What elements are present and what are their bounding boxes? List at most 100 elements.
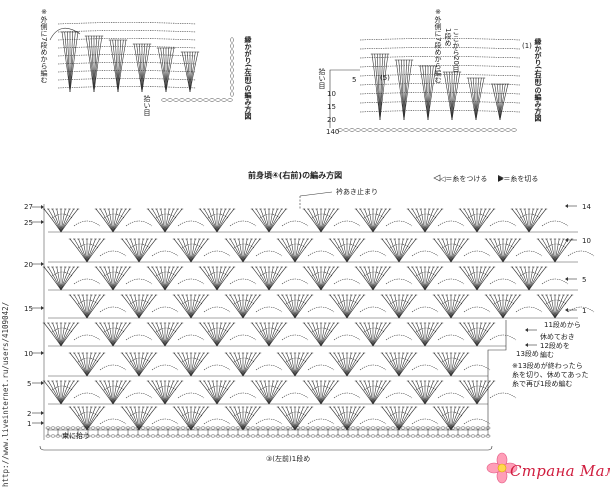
shell-stitch: [94, 208, 132, 233]
chain-stitch: [120, 434, 126, 438]
shell-stitch: [432, 294, 470, 319]
chain-stitch: [185, 98, 191, 102]
chain-stitch: [200, 426, 206, 430]
chain-arch: [463, 418, 491, 425]
chain-stitch: [361, 128, 367, 132]
shell-stitch: [328, 238, 366, 263]
row-number-left: 2: [27, 410, 32, 418]
row-number-left: 10: [24, 350, 33, 358]
chain-stitch: [250, 434, 256, 438]
top-right-number: 10: [327, 90, 336, 98]
shell-stitch: [250, 208, 288, 233]
chain-arch: [177, 220, 205, 227]
chain-arch: [73, 392, 101, 399]
bottom-row-label-text: ③(左前)1段め: [266, 455, 311, 463]
top-left-caption: 縁かがり(左前)の編み方図: [244, 36, 252, 119]
arrow-head: [41, 262, 44, 266]
top-left-pick-note: 拾い目: [143, 95, 151, 145]
top-left-note-text: ※外側に7段めから編む: [40, 8, 48, 84]
chain-arch: [541, 220, 569, 227]
top-right-row-text: 1段め: [444, 28, 452, 47]
chain-arch: [515, 306, 543, 313]
chain-stitch: [493, 128, 499, 132]
chain-arch: [333, 334, 361, 341]
chain-arch: [411, 306, 439, 313]
chain-arch: [359, 83, 521, 86]
arrow-head: [41, 421, 44, 425]
chain-arch: [57, 54, 197, 57]
chain-arch: [125, 392, 153, 399]
shell-stitch: [484, 238, 522, 263]
chain-arch: [73, 220, 101, 227]
chain-stitch: [220, 426, 226, 430]
chain-stitch: [160, 434, 166, 438]
chain-arch: [359, 38, 521, 41]
chain-stitch: [433, 128, 439, 132]
edging-shell: [180, 51, 200, 93]
chain-arch: [489, 220, 517, 227]
chain-stitch: [290, 426, 296, 430]
row-number-left: 15: [24, 305, 33, 313]
shell-stitch: [276, 238, 314, 263]
chain-arch: [411, 250, 439, 257]
arrow-head: [41, 220, 44, 224]
top-right-number: 15: [327, 103, 336, 111]
right-note-c-line: ※13段めが終わったら: [512, 362, 583, 370]
chain-arch: [57, 70, 197, 73]
right-note-c: ※13段めが終わったら 糸を切り、休めてあった 糸で再び1段め編む: [512, 362, 589, 389]
bottom-row-label: ③(左前)1段め: [266, 455, 310, 463]
chain-arch: [99, 306, 127, 313]
shell-stitch: [42, 266, 80, 291]
shell-stitch: [354, 380, 392, 405]
chain-stitch: [499, 128, 505, 132]
shell-stitch: [432, 352, 470, 377]
chain-stitch: [230, 73, 234, 79]
edging-shell: [418, 65, 438, 121]
shell-stitch: [328, 352, 366, 377]
site-watermark: Страна Мам: [510, 462, 610, 480]
chain-stitch: [391, 128, 397, 132]
chain-stitch: [470, 434, 476, 438]
top-left-caption-text: 縁かがり(左前)の編み方図: [244, 36, 252, 120]
shell-stitch: [406, 208, 444, 233]
cut-yarn-icon: [498, 175, 504, 181]
chain-stitch: [240, 434, 246, 438]
edging-shell: [394, 59, 414, 121]
top-left-edging-chart: [49, 22, 234, 102]
shell-stitch: [146, 322, 184, 347]
shell-stitch: [250, 266, 288, 291]
chain-stitch: [100, 426, 106, 430]
shell-stitch: [172, 294, 210, 319]
edging-curve: [49, 27, 81, 41]
chain-arch: [281, 220, 309, 227]
top-left-pick-text: 拾い目: [143, 95, 151, 116]
shell-stitch: [276, 294, 314, 319]
chain-stitch: [260, 426, 266, 430]
chain-stitch: [340, 426, 346, 430]
shell-stitch: [224, 406, 262, 431]
chain-stitch: [420, 434, 426, 438]
chain-stitch: [505, 128, 511, 132]
shell-stitch: [120, 294, 158, 319]
edging-shell: [132, 43, 152, 93]
top-right-caption-text: 縁かがり(右前)の編み方図: [534, 38, 542, 122]
chain-stitch: [230, 434, 236, 438]
shell-stitch: [432, 238, 470, 263]
chain-arch: [57, 78, 197, 81]
shell-stitch: [406, 322, 444, 347]
chain-stitch: [475, 128, 481, 132]
right-note-c-line: 糸で再び1段め編む: [512, 380, 573, 388]
shell-stitch: [94, 380, 132, 405]
top-right-pick-note: 拾い目: [318, 68, 326, 118]
shell-stitch: [328, 406, 366, 431]
chain-stitch: [300, 434, 306, 438]
chain-stitch: [343, 128, 349, 132]
chain-arch: [359, 56, 521, 59]
chain-stitch: [140, 426, 146, 430]
arrow-head: [565, 308, 568, 312]
chain-stitch: [230, 85, 234, 91]
chain-stitch: [110, 434, 116, 438]
chain-arch: [567, 306, 595, 313]
chain-stitch: [209, 98, 215, 102]
side-url-watermark: http://www.liveinternet.ru/users/4109042…: [1, 301, 10, 487]
